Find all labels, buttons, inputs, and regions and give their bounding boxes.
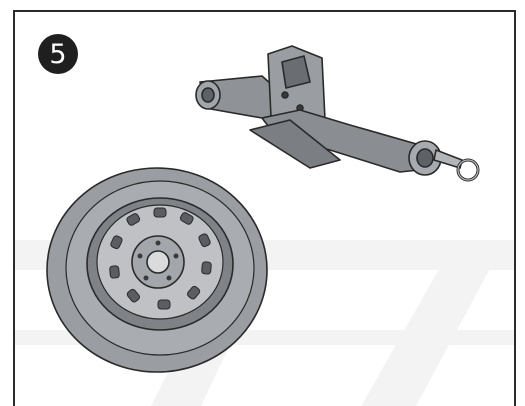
scissor-jack-icon: [195, 45, 480, 182]
step-number-badge: 5: [38, 34, 78, 74]
spare-wheel-icon: [46, 167, 268, 373]
